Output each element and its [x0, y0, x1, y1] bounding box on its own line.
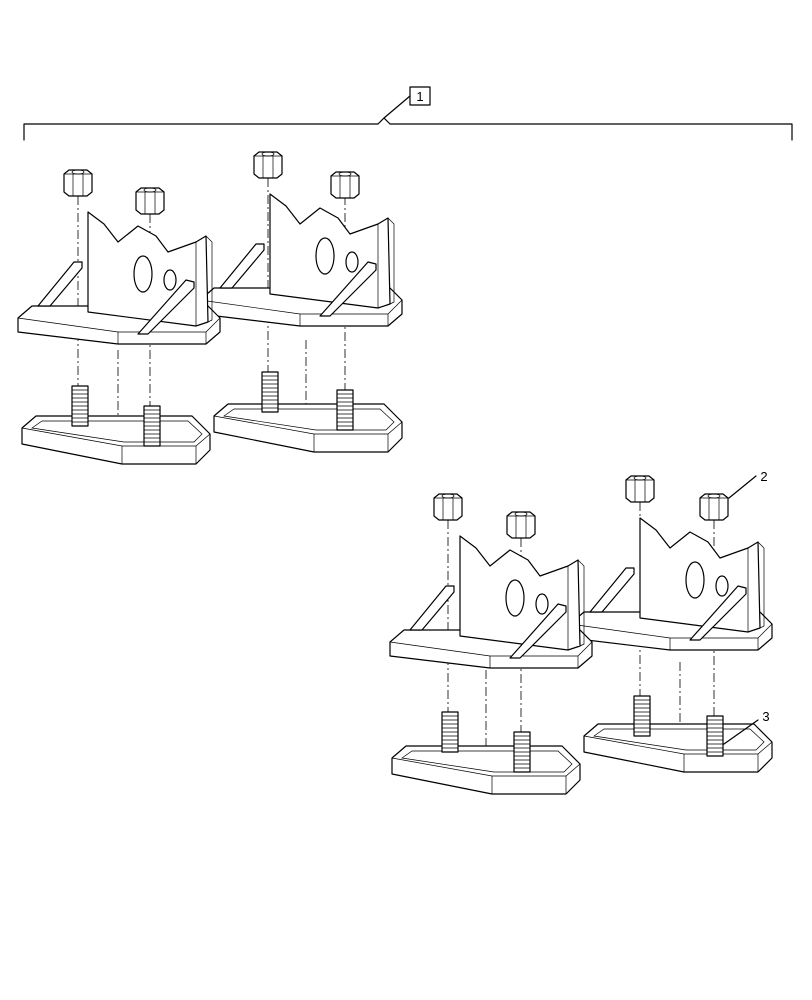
lower-bracket-left [389, 535, 593, 669]
nut-icon [253, 151, 283, 179]
nut-icon [433, 493, 463, 521]
stud-icon [261, 371, 279, 413]
upper-bracket-left [17, 211, 221, 345]
nut-icon [330, 171, 360, 199]
upper-assembly [17, 151, 403, 465]
upper-bracket-right [199, 193, 403, 327]
stud-icon [633, 695, 651, 737]
lower-clamp-plate-right [583, 723, 773, 773]
assembly-bracket-line [23, 86, 793, 141]
callout-2-leader [728, 475, 757, 499]
lower-bracket-right [569, 517, 773, 651]
nut-icon [506, 511, 536, 539]
lower-assembly [389, 475, 773, 795]
callout-3-label: 3 [762, 709, 769, 724]
stud-icon [143, 405, 161, 447]
callout-2-label: 2 [760, 469, 767, 484]
stud-icon [441, 711, 459, 753]
nut-icon [63, 169, 93, 197]
nut-icon [699, 493, 729, 521]
lower-clamp-plate-left [391, 745, 581, 795]
nut-icon [135, 187, 165, 215]
stud-icon [336, 389, 354, 431]
upper-clamp-plate-right [213, 403, 403, 453]
stud-icon [513, 731, 531, 773]
stud-icon [71, 385, 89, 427]
upper-clamp-plate-left [21, 415, 211, 465]
stud-icon [706, 715, 724, 757]
callout-1-label: 1 [416, 89, 423, 104]
nut-icon [625, 475, 655, 503]
callout-3-leader [723, 719, 759, 745]
